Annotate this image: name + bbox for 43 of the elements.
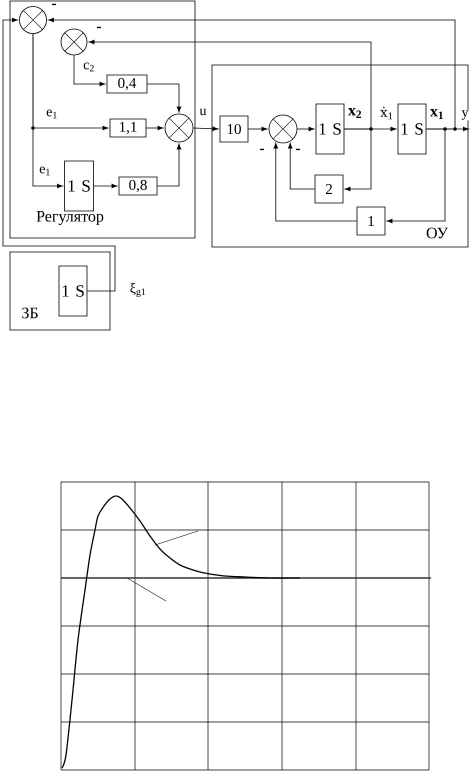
edge-label: ẋ$_{1}$	[380, 106, 394, 120]
summing-junction	[164, 114, 194, 142]
transfer-block: 1 S	[398, 104, 426, 154]
arrow	[32, 34, 63, 188]
transfer-block: 1 S	[64, 160, 94, 212]
transfer-block: 1 S	[316, 104, 344, 154]
edge-label: ξ$_{g1}$	[129, 282, 147, 298]
transfer-block: 10	[220, 116, 248, 142]
transfer-block: 0,8	[118, 176, 158, 196]
edge-label: e$_{1}$	[46, 109, 58, 119]
arrow	[146, 126, 164, 130]
signal-label: -	[96, 26, 102, 28]
arrow	[157, 144, 182, 186]
arrow	[344, 128, 372, 192]
signal-label: -	[260, 148, 264, 150]
edge-label: u	[199, 108, 207, 116]
signal-label: -	[296, 148, 300, 150]
summing-junction	[19, 6, 47, 34]
summing-junction	[268, 114, 298, 144]
transfer-block: 1 S	[58, 266, 88, 316]
arrow	[297, 126, 314, 132]
transfer-block: 0,4	[106, 74, 148, 94]
transfer-block: 2	[314, 174, 344, 204]
transfer-block: 1,1	[110, 118, 146, 138]
arrow	[94, 184, 118, 188]
edge-label: c$_{2}$	[82, 62, 96, 72]
edge-label: e$_{1}$	[38, 166, 52, 176]
signal-label: -	[52, 4, 56, 6]
edge-label: y	[461, 110, 469, 120]
arrow	[74, 55, 106, 86]
arrow	[274, 142, 357, 222]
arrow	[88, 40, 372, 130]
signal-label: x$_{1}$	[430, 109, 443, 119]
summing-junction	[60, 28, 88, 56]
arrow	[193, 126, 218, 131]
arrow	[248, 126, 268, 132]
arrow	[288, 142, 315, 190]
arrow	[147, 84, 182, 112]
arrow	[386, 128, 446, 224]
transfer-block: 1	[356, 206, 386, 236]
arrow	[2, 18, 116, 292]
signal-label: x$_{2}$	[348, 108, 362, 118]
arrow	[48, 18, 456, 130]
